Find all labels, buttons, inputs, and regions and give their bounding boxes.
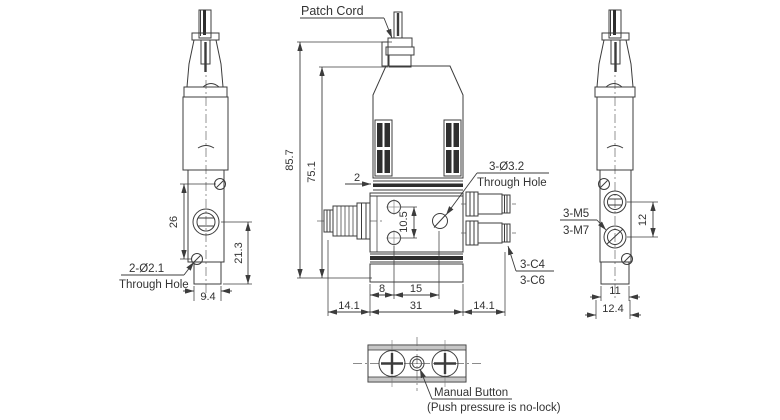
bottom-view-port-left — [378, 350, 406, 377]
front-view-lower-body — [369, 263, 464, 283]
dim-plate-thickness-2: 2 — [345, 172, 389, 187]
left-side-view: 26 21.3 9.4 2-Ø2.1 Through Hole — [119, 9, 252, 303]
callout-3-m5-text: 3-M5 — [563, 208, 589, 220]
callout-3-dia-3-2-through-hole: 3-Ø3.2 Through Hole — [445, 161, 549, 216]
dim-14-1-right-text: 14.1 — [473, 300, 494, 312]
right-side-view: 12 11 12.4 3-M5 3-M7 — [560, 9, 658, 319]
dim-21-3-text: 21.3 — [233, 242, 245, 263]
dim-screw-pitch-26: 26 — [168, 183, 216, 260]
dim-26-text: 26 — [168, 216, 180, 228]
front-view-right-fitting-top — [461, 191, 516, 217]
bottom-view-manual-button — [409, 356, 425, 371]
callout-3-dia-3-2-line2: Through Hole — [477, 177, 547, 189]
patch-cord-label: Patch Cord — [301, 4, 364, 18]
callout-3-m5-m7: 3-M5 3-M7 — [560, 208, 607, 237]
dim-9-4-text: 9.4 — [200, 291, 215, 303]
front-view-body — [372, 65, 464, 179]
front-view-cable — [393, 11, 403, 39]
right-view-connector — [594, 9, 636, 98]
callout-2-dia-2-1-line1: 2-Ø2.1 — [129, 263, 164, 275]
right-view-features — [598, 178, 633, 265]
left-view-connector — [183, 9, 228, 98]
dim-port-pitch-12: 12 — [627, 201, 658, 238]
dim-85-7-text: 85.7 — [284, 149, 296, 170]
callout-3-c6-text: 3-C6 — [520, 275, 545, 287]
dim-lower-height-21-3: 21.3 — [221, 221, 252, 285]
manual-button-label: Manual Button — [434, 387, 508, 399]
dim-11-text: 11 — [609, 285, 620, 297]
dim-12-4-text: 12.4 — [602, 303, 623, 315]
front-view: 85.7 75.1 2 10.5 8 15 — [284, 4, 554, 316]
dim-10-5-text: 10.5 — [398, 211, 410, 232]
front-view-clips — [377, 123, 459, 173]
front-view-right-fitting-bottom — [461, 220, 516, 246]
callout-3-c4-c6: 3-C4 3-C6 — [507, 245, 554, 287]
bottom-view-port-right — [431, 350, 459, 377]
dim-8-text: 8 — [379, 283, 385, 295]
left-view-body — [182, 96, 229, 285]
dim-overall-width-12-4: 12.4 — [585, 300, 641, 319]
callout-manual-button: Manual Button (Push pressure is no-lock) — [419, 368, 561, 414]
manual-button-note: (Push pressure is no-lock) — [427, 402, 561, 414]
callout-patch-cord: Patch Cord — [300, 4, 393, 39]
front-view-left-fitting — [317, 202, 382, 240]
callout-2-dia-2-1-through-hole: 2-Ø2.1 Through Hole — [119, 261, 195, 291]
callout-3-dia-3-2-line1: 3-Ø3.2 — [489, 161, 524, 173]
dim-base-width-11: 11 — [590, 285, 640, 301]
dim-overall-height-85-7: 85.7 — [284, 41, 392, 279]
dim-12-text: 12 — [637, 214, 649, 226]
dim-base-width-9-4: 9.4 — [183, 286, 232, 303]
dim-15-text: 15 — [410, 283, 422, 295]
dim-14-1-left-text: 14.1 — [338, 300, 359, 312]
front-view-valve-body — [369, 192, 464, 253]
dim-2-text: 2 — [354, 172, 360, 184]
front-view-bottom-dims: 8 15 14.1 31 14.1 — [327, 231, 506, 316]
callout-3-c4-text: 3-C4 — [520, 259, 546, 271]
bottom-view: Manual Button (Push pressure is no-lock) — [353, 337, 561, 414]
dim-31-text: 31 — [410, 300, 422, 312]
left-view-features — [191, 178, 226, 265]
callout-3-m7-text: 3-M7 — [563, 225, 589, 237]
front-view-striped-band — [370, 253, 463, 263]
dim-hole-pitch-10-5: 10.5 — [398, 206, 417, 239]
callout-2-dia-2-1-line2: Through Hole — [119, 279, 189, 291]
dim-body-height-75-1: 75.1 — [306, 66, 388, 278]
dim-75-1-text: 75.1 — [306, 161, 318, 182]
right-view-body — [596, 96, 634, 285]
